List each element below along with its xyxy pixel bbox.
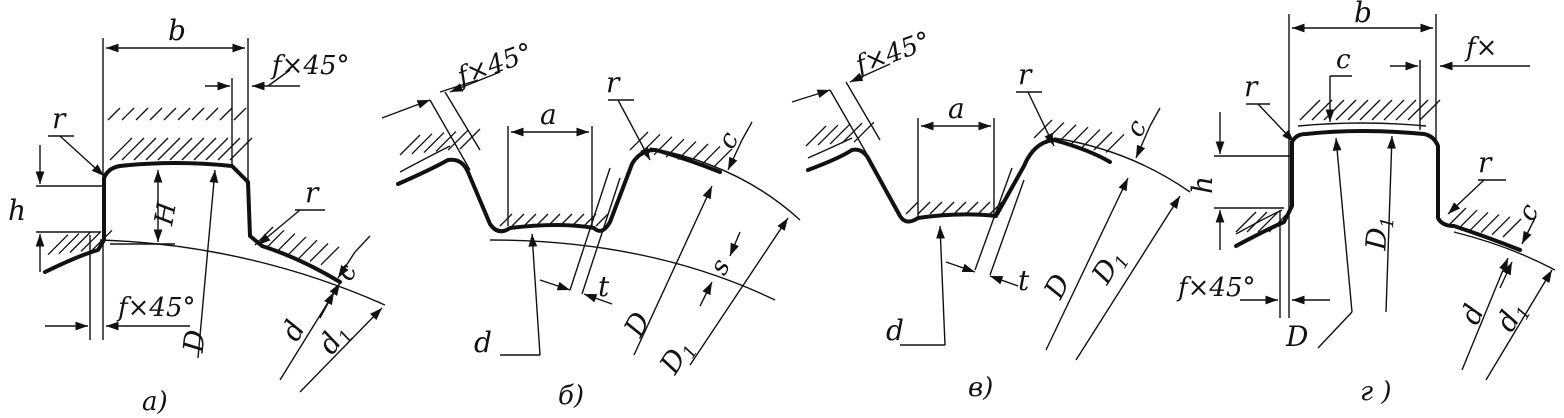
panel-a-label-D: D xyxy=(177,328,212,355)
panel-a-outer-arc xyxy=(99,239,386,306)
panel-a-label-d: d xyxy=(274,315,312,346)
panel-v-caption: в) xyxy=(968,373,993,403)
panel-b-label-a: a xyxy=(540,98,557,131)
panel-b-caption: б) xyxy=(558,381,584,411)
panel-g: b f× c r r h D1 D f×45° xyxy=(1176,0,1556,407)
panel-b-label-s: s xyxy=(704,254,737,280)
panel-v-label-t: t xyxy=(1018,264,1030,297)
panel-b-label-r: r xyxy=(606,66,621,99)
panel-g-label-r-left: r xyxy=(1244,70,1259,103)
panel-b-profile xyxy=(396,148,722,234)
panel-g-arc xyxy=(1453,231,1556,271)
panel-a-label-r-right: r xyxy=(305,176,320,209)
panel-a-label-d1: d1 xyxy=(311,317,358,362)
panel-b-label-D1: D1 xyxy=(653,333,703,382)
panel-g-label-D1: D1 xyxy=(1359,215,1398,252)
panel-g-profile xyxy=(1234,129,1522,252)
panel-v-label-a: a xyxy=(948,92,965,125)
panel-g-label-h: h xyxy=(1186,176,1219,194)
panel-v-label-D1: D1 xyxy=(1085,243,1135,292)
panel-g-label-chamfer-top: f× xyxy=(1464,33,1497,63)
panel-v-label-d: d xyxy=(886,314,904,347)
panel-g-label-D: D xyxy=(1285,320,1308,353)
panel-b-label-D: D xyxy=(617,307,657,343)
panel-v-label-r: r xyxy=(1018,58,1033,91)
panel-v-arc xyxy=(1053,137,1191,193)
panel-b: f×45° a r c d t D D1 s б) xyxy=(381,38,801,411)
panel-v-label-c: c xyxy=(1120,115,1154,142)
panel-g-caption: г ) xyxy=(1360,377,1392,407)
panel-a-label-h: h xyxy=(8,194,26,227)
panel-a-label-H: H xyxy=(149,199,183,229)
panel-g-label-r-right: r xyxy=(1478,146,1493,179)
panel-g-label-b: b xyxy=(1354,0,1372,29)
panel-b-label-t: t xyxy=(598,270,610,303)
panel-a-caption: а) xyxy=(142,387,168,417)
panel-a-profile xyxy=(43,161,342,284)
panel-g-label-chamfer-bottom: f×45° xyxy=(1176,273,1256,303)
panel-g-label-d1: d1 xyxy=(1489,295,1536,339)
panel-g-label-c-top: c xyxy=(1336,45,1351,75)
panel-v-label-D: D xyxy=(1037,269,1077,305)
panel-a-label-r-left: r xyxy=(52,102,67,135)
panel-g-label-c-right: c xyxy=(1512,199,1546,226)
panel-a-label-b: b xyxy=(168,14,186,47)
panel-g-label-d: d xyxy=(1453,299,1490,329)
panel-b-label-d: d xyxy=(474,326,492,359)
panel-a: b f×45° r r h H f×45° D c xyxy=(8,14,386,417)
panel-b-arc-2 xyxy=(649,147,801,221)
panel-b-label-chamfer: f×45° xyxy=(452,38,537,93)
panel-v: f×45° a r c d t D D1 в) xyxy=(791,26,1191,403)
hatching-layer xyxy=(47,99,1522,266)
panel-a-label-chamfer-bottom: f×45° xyxy=(116,293,196,323)
panel-v-label-chamfer: f×45° xyxy=(850,26,935,81)
panel-a-label-chamfer-top: f×45° xyxy=(270,51,350,81)
